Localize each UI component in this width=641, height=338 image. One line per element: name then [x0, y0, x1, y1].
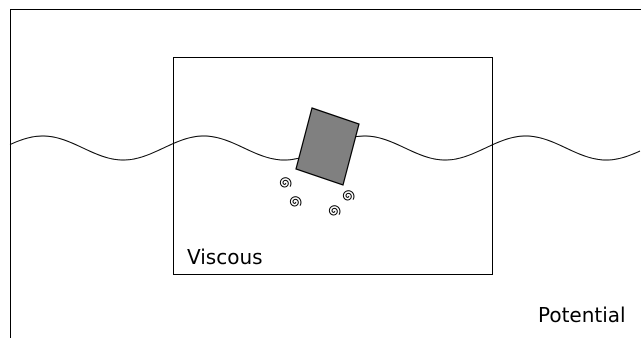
- viscous-label: Viscous: [187, 245, 263, 269]
- vortex-group: [279, 177, 355, 216]
- vortex-2-icon: [289, 196, 302, 207]
- vortex-4-icon: [328, 205, 341, 216]
- floating-body: [295, 107, 360, 186]
- viscous-domain-box: [173, 57, 493, 275]
- potential-domain-border: [10, 9, 641, 338]
- vortex-1-icon: [279, 177, 292, 188]
- potential-label: Potential: [538, 303, 626, 327]
- vortex-3-icon: [342, 190, 355, 201]
